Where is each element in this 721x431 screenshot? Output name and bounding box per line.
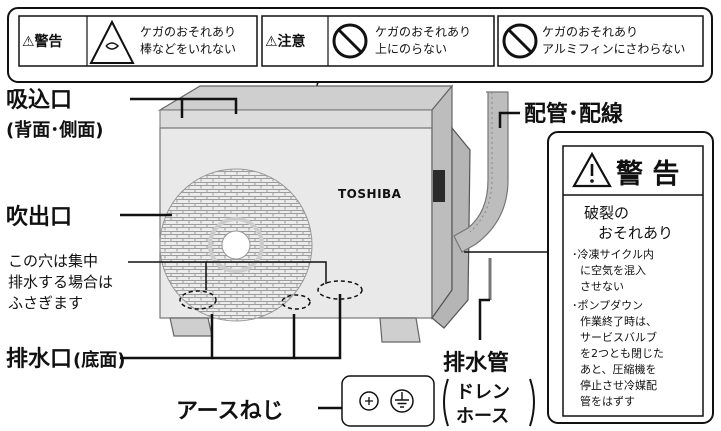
drain-hole [281, 294, 311, 310]
foot-right [379, 317, 421, 343]
side-warning-item1-line3: させない [580, 280, 624, 293]
fin-caution-line1: ケガのおそれあり [542, 25, 638, 39]
side-warning-heading-2: おそれあり [598, 224, 673, 242]
warning-label-1-kind: ⚠警告 [22, 33, 63, 50]
earth-screw-label: アースねじ [176, 399, 284, 424]
side-warning-heading-1: 破裂の [584, 204, 629, 222]
drain-outlet-label: 排水口 [6, 347, 72, 372]
piping-label: 配管･配線 [524, 101, 623, 127]
fan-grille [159, 168, 313, 322]
brand-logo: TOSHIBA [338, 187, 402, 201]
hole-note-line3: ふさぎます [8, 294, 83, 312]
hole-note-line2: 排水する場合は [8, 273, 113, 291]
side-warning-item2-line1: ･ポンプダウン [572, 298, 643, 312]
caution-label [261, 15, 495, 67]
note-leaders [128, 261, 327, 290]
foot-left [169, 317, 213, 337]
side-warning-item2-line4: を2つとも閉じた [580, 347, 664, 360]
side-warning-item2-line7: 管をはずす [580, 394, 635, 408]
warning-label-1-line2: 棒などをいれない [140, 42, 236, 56]
side-warning-item1-line1: ･冷凍サイクル内 [572, 247, 654, 261]
side-warning-item1-line2: に空気を混入 [580, 263, 646, 277]
warning-triangle-icon [572, 151, 612, 188]
bracket-left [443, 378, 449, 427]
side-warning-label: 警 告 破裂の おそれあり ･冷凍サイクル内 に空気を混入 させない ･ポンプダ… [547, 131, 714, 424]
earth-screw-detail [341, 375, 435, 427]
drain-hole [179, 290, 217, 310]
piping-line [453, 91, 509, 253]
fin-caution-line2: アルミフィンにさわらない [542, 42, 685, 56]
fin-caution-label [497, 15, 704, 67]
drain-hole [317, 280, 363, 300]
drain-outlet-sublabel: (底面) [73, 349, 125, 371]
warning-label-1-line1: ケガのおそれあり [140, 25, 236, 39]
no-entry-icon [502, 23, 538, 59]
drain-hose-line2: ホース [456, 406, 509, 427]
caution-label-line2: 上にのらない [375, 42, 447, 56]
earth-ground-icon [390, 389, 414, 413]
side-warning-item2-line3: サービスバルブ [580, 330, 657, 344]
outdoor-unit: TOSHIBA [157, 84, 471, 343]
leader-lines [120, 97, 520, 410]
intake-sublabel: (背面･側面) [6, 119, 103, 141]
no-entry-icon [332, 23, 368, 59]
valve-port [433, 170, 445, 202]
caution-label-line1: ケガのおそれあり [375, 25, 471, 39]
bracket-right [529, 378, 535, 427]
side-warning-item2-line6: 停止させ冷媒配 [580, 378, 657, 392]
intake-label: 吸込口 [6, 88, 72, 113]
drain-pipe-label: 排水管 [443, 350, 509, 376]
side-warning-leader [464, 251, 557, 262]
drain-hose-line1: ドレン [456, 382, 510, 403]
warning-label-1 [18, 15, 258, 67]
caution-label-kind: ⚠注意 [265, 33, 306, 50]
side-warning-item2-line2: 作業終了時は、 [580, 314, 657, 328]
warning-banner: ⚠警告 ケガのおそれあり 棒などをいれない ⚠注意 ケガのおそれあり 上にのらな… [7, 7, 713, 159]
side-warning-item2-line5: あと、圧縮機を [580, 362, 657, 376]
warning-triangle-icon [89, 19, 135, 64]
hole-note-line1: この穴は集中 [8, 252, 98, 270]
valve-cover [431, 126, 471, 329]
outlet-label: 吹出口 [6, 204, 72, 230]
side-warning-title: 警 告 [616, 159, 679, 190]
